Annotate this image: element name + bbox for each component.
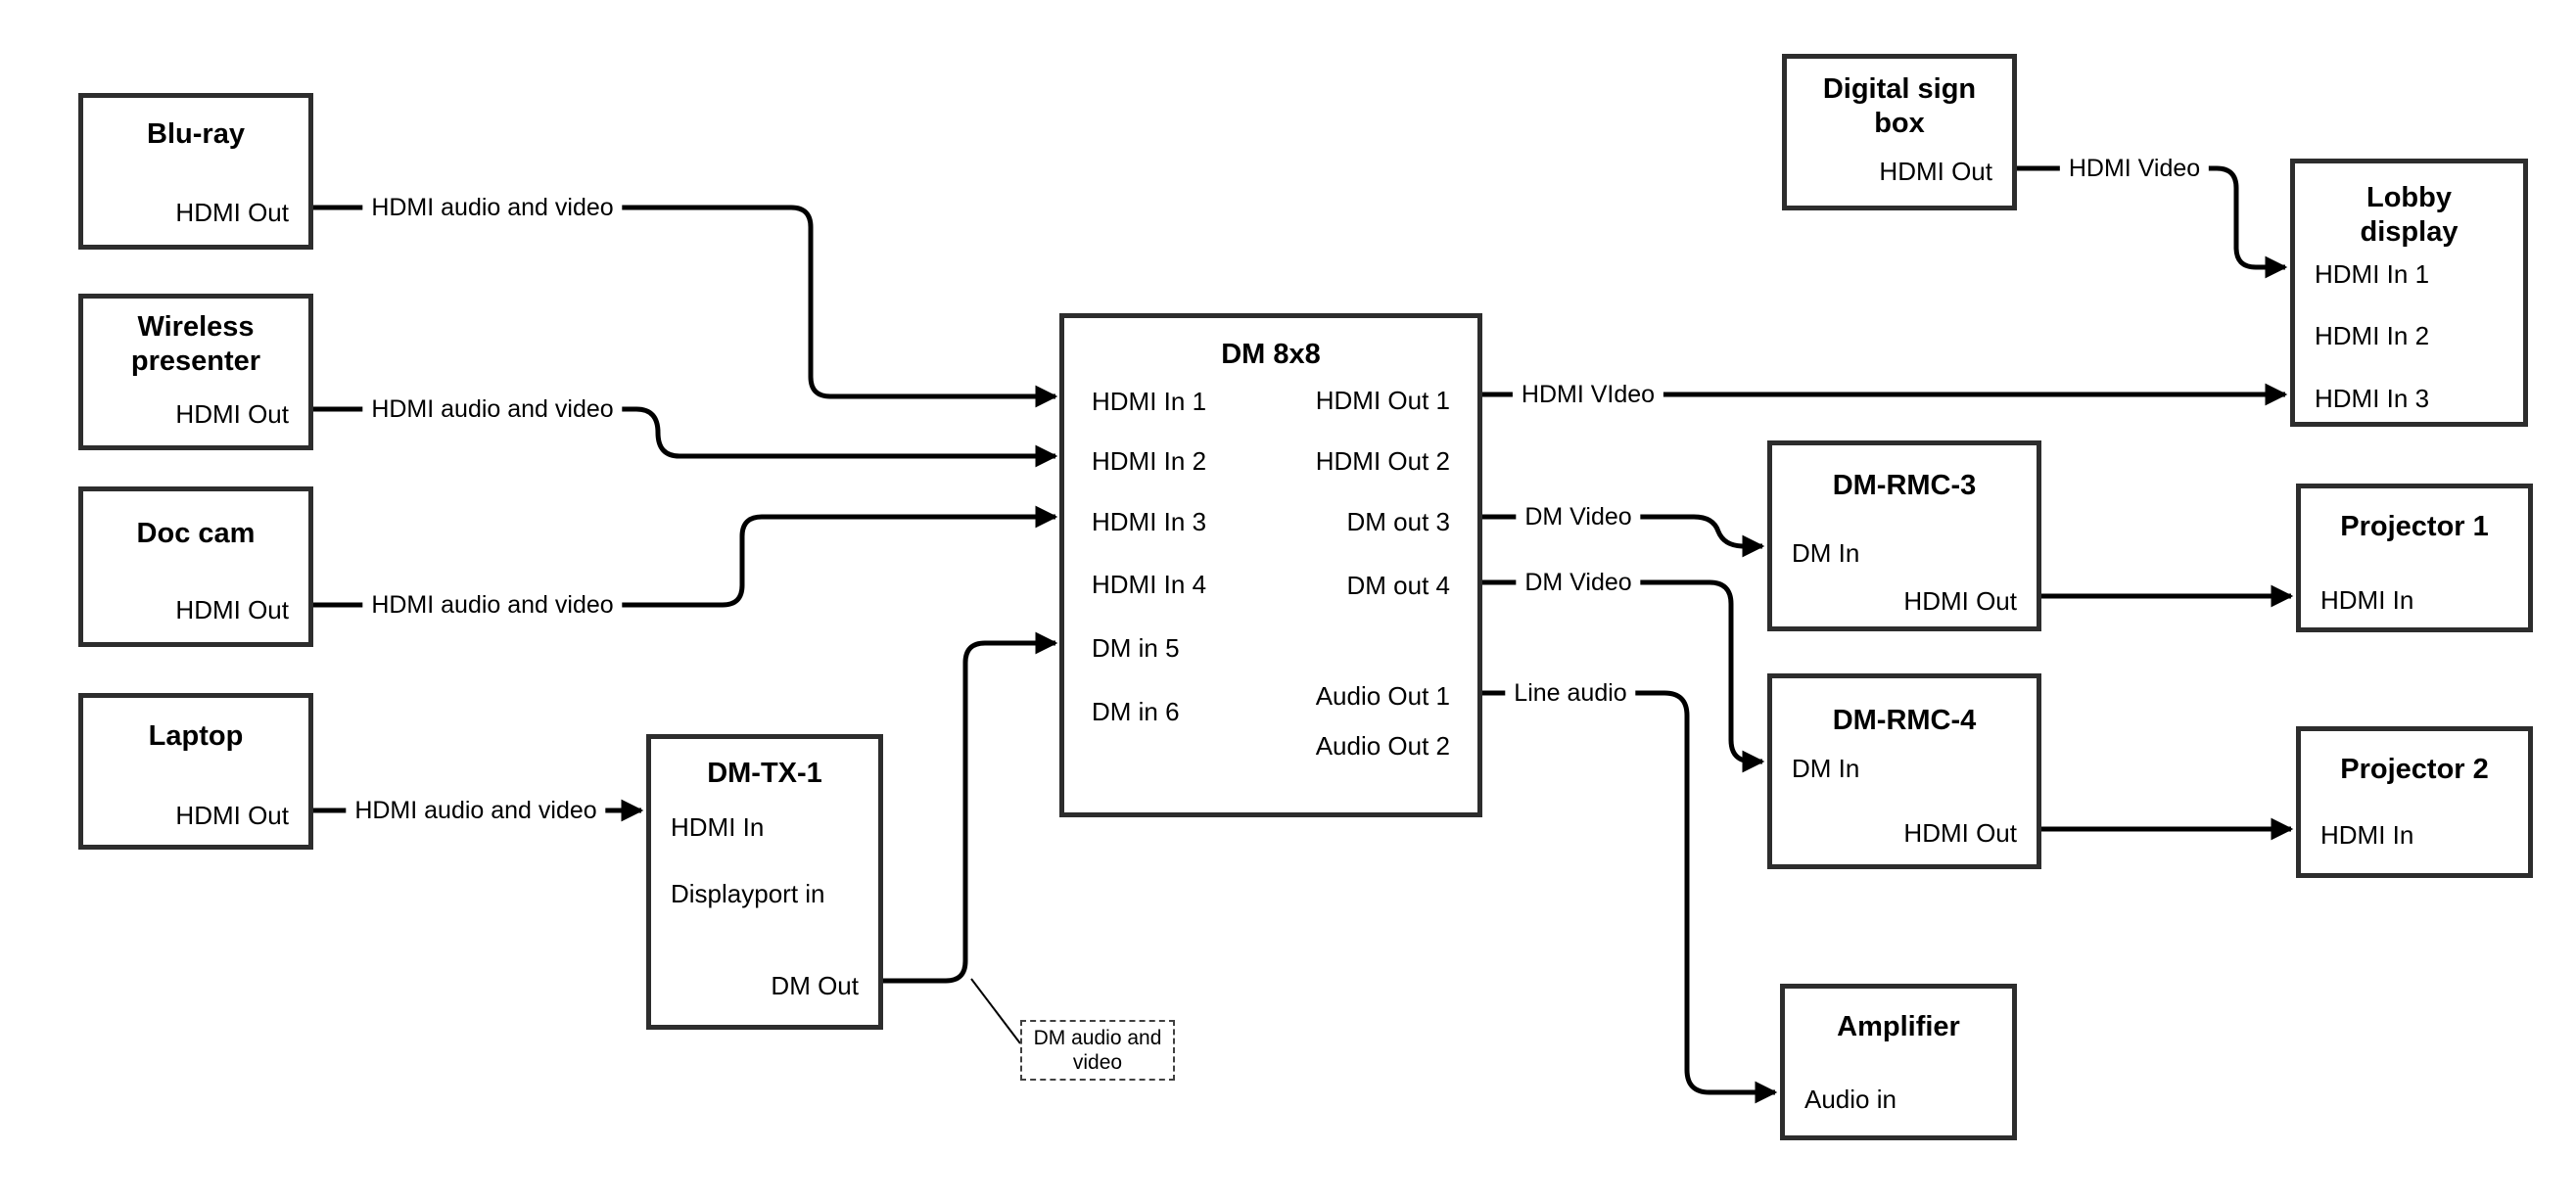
wire-dm8x8-out3-to-rmc3 — [1482, 514, 1765, 558]
port-hdmi-out-2: HDMI Out 2 — [1315, 446, 1450, 476]
port-hdmi-out: HDMI Out — [1879, 157, 1992, 186]
wire-digitalsign-to-lobby-in1 — [2017, 165, 2288, 279]
node-title: DM-RMC-4 — [1832, 705, 1977, 736]
node-title: Amplifier — [1837, 1011, 1960, 1042]
wire-label-dm-video-out4: DM Video — [1516, 568, 1641, 597]
port-dm-out: DM Out — [771, 971, 859, 1000]
port-hdmi-in-2: HDMI In 2 — [1092, 446, 1207, 476]
node-blu-ray: Blu-ray HDMI Out — [78, 93, 313, 250]
node-lobby-display: Lobby display HDMI In 1 HDMI In 2 HDMI I… — [2290, 159, 2528, 427]
port-hdmi-in-3: HDMI In 3 — [2315, 384, 2430, 413]
node-title: Digital sign box — [1822, 73, 1977, 139]
note-dm-audio-video: DM audio and video — [1020, 1020, 1175, 1081]
node-title: Projector 1 — [2340, 511, 2489, 542]
node-dm-tx-1: DM-TX-1 HDMI In Displayport in DM Out — [646, 734, 883, 1030]
node-dm-rmc-3: DM-RMC-3 DM In HDMI Out — [1767, 440, 2041, 631]
port-hdmi-in-1: HDMI In 1 — [1092, 387, 1207, 416]
port-audio-in: Audio in — [1804, 1085, 1897, 1114]
port-hdmi-in-2: HDMI In 2 — [2315, 321, 2430, 350]
node-projector-1: Projector 1 HDMI In — [2296, 484, 2533, 632]
port-dm-out-4: DM out 4 — [1346, 571, 1451, 600]
wire-dmtx1-to-dm8x8-in5 — [883, 631, 1058, 984]
wire-dm8x8-audio1-to-amplifier — [1482, 690, 1778, 1104]
node-dm-rmc-4: DM-RMC-4 DM In HDMI Out — [1767, 673, 2041, 869]
port-dm-in-6: DM in 6 — [1092, 697, 1180, 726]
wire-label-line-audio: Line audio — [1505, 678, 1636, 708]
wire-label-digital-sign: HDMI Video — [2059, 154, 2210, 183]
node-dm-8x8: DM 8x8 HDMI In 1 HDMI In 2 HDMI In 3 HDM… — [1059, 313, 1482, 817]
node-title: DM 8x8 — [1221, 339, 1321, 370]
node-title: Laptop — [148, 720, 244, 752]
port-hdmi-in: HDMI In — [671, 812, 765, 842]
node-projector-2: Projector 2 HDMI In — [2296, 726, 2533, 878]
port-hdmi-in-1: HDMI In 1 — [2315, 259, 2430, 289]
wire-label-dm-video-out3: DM Video — [1516, 502, 1641, 531]
port-hdmi-out: HDMI Out — [175, 399, 289, 429]
port-hdmi-in-4: HDMI In 4 — [1092, 570, 1207, 599]
port-audio-out-2: Audio Out 2 — [1315, 731, 1450, 761]
port-audio-out-1: Audio Out 1 — [1315, 681, 1450, 711]
wire-label-bluray: HDMI audio and video — [362, 193, 623, 222]
port-displayport-in: Displayport in — [671, 879, 825, 908]
wire-label-hdmi-video-out1: HDMI VIdeo — [1512, 380, 1664, 409]
node-doc-cam: Doc cam HDMI Out — [78, 486, 313, 647]
node-title: DM-TX-1 — [707, 758, 822, 789]
node-title: Wireless presenter — [130, 311, 261, 377]
wire-wireless-to-dm8x8-in2 — [313, 406, 1058, 468]
wire-dm8x8-out4-to-rmc4 — [1482, 579, 1765, 773]
port-hdmi-in-3: HDMI In 3 — [1092, 507, 1207, 536]
node-title: Doc cam — [136, 518, 256, 549]
port-hdmi-out: HDMI Out — [1903, 818, 2017, 848]
port-hdmi-in: HDMI In — [2320, 585, 2414, 615]
wire-bluray-to-dm8x8-in1 — [313, 205, 1058, 408]
node-amplifier: Amplifier Audio in — [1780, 984, 2017, 1140]
wire-label-laptop: HDMI audio and video — [346, 796, 606, 825]
node-title: Projector 2 — [2340, 754, 2489, 785]
port-hdmi-out-1: HDMI Out 1 — [1315, 386, 1450, 415]
node-title: Lobby display — [2360, 182, 2459, 248]
port-dm-in: DM In — [1792, 538, 1860, 568]
port-hdmi-out: HDMI Out — [175, 198, 289, 227]
node-wireless-presenter: Wireless presenter HDMI Out — [78, 294, 313, 450]
port-hdmi-out: HDMI Out — [175, 595, 289, 624]
wire-label-wireless: HDMI audio and video — [362, 394, 623, 424]
port-dm-in: DM In — [1792, 754, 1860, 783]
port-dm-in-5: DM in 5 — [1092, 633, 1180, 663]
node-title: DM-RMC-3 — [1832, 470, 1977, 501]
node-laptop: Laptop HDMI Out — [78, 693, 313, 850]
port-dm-out-3: DM out 3 — [1346, 507, 1451, 536]
node-digital-sign-box: Digital sign box HDMI Out — [1782, 54, 2017, 210]
node-title: Blu-ray — [147, 118, 245, 150]
port-hdmi-out: HDMI Out — [175, 801, 289, 830]
port-hdmi-out: HDMI Out — [1903, 586, 2017, 616]
port-hdmi-in: HDMI In — [2320, 820, 2414, 850]
wire-doccam-to-dm8x8-in3 — [313, 505, 1058, 608]
note-text: DM audio and video — [1033, 1027, 1162, 1074]
note-callout-line — [970, 978, 1021, 1044]
wire-label-doccam: HDMI audio and video — [362, 590, 623, 620]
